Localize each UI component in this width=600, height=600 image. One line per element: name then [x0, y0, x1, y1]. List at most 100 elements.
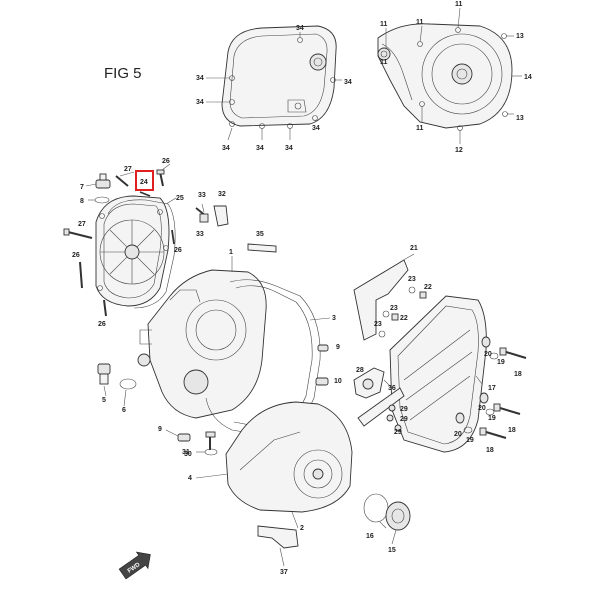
washer-29-a [388, 404, 396, 412]
label-33: 33 [198, 192, 206, 199]
label-31: 31 [182, 449, 190, 456]
label-26: 26 [162, 158, 170, 165]
label-34: 34 [296, 25, 304, 32]
gasket-25 [107, 199, 176, 309]
bolt-26-right [171, 229, 175, 245]
clutch-cover-rear-view [221, 25, 337, 129]
label-10: 10 [334, 378, 342, 385]
bolt-27-left [63, 228, 93, 239]
dowel-10 [315, 377, 329, 386]
label-22: 22 [400, 315, 408, 322]
label-34: 34 [285, 145, 293, 152]
label-35: 35 [256, 231, 264, 238]
label-16: 16 [366, 533, 374, 540]
label-20: 20 [478, 405, 486, 412]
label-27: 27 [124, 166, 132, 173]
label-34: 34 [222, 145, 230, 152]
label-29: 29 [394, 429, 402, 436]
bolt-22-lower [391, 313, 399, 321]
washer-19-a [489, 352, 499, 360]
label-9: 9 [336, 344, 340, 351]
label-6: 6 [122, 407, 126, 414]
magneto-cover-4 [225, 401, 353, 513]
sprocket-cover-17 [389, 295, 487, 453]
washer-23-a [408, 286, 416, 294]
crankcase-1 [137, 269, 267, 419]
label-18: 18 [486, 447, 494, 454]
bolt-26-bottom [103, 299, 107, 317]
part-24-label: 24 [140, 179, 148, 186]
clutch-cover-left [95, 195, 170, 307]
drain-plug-5 [97, 363, 111, 385]
label-12: 12 [455, 147, 463, 154]
plug-15 [385, 501, 411, 531]
figure-title: FIG 5 [104, 65, 142, 82]
label-15: 15 [388, 547, 396, 554]
label-28: 28 [356, 367, 364, 374]
label-20: 20 [454, 431, 462, 438]
grommet-20-a [481, 336, 491, 348]
label-17: 17 [488, 385, 496, 392]
dowel-9-upper [317, 344, 329, 352]
label-34: 34 [196, 75, 204, 82]
label-11: 11 [416, 19, 424, 26]
shift-arm-28 [353, 367, 385, 399]
washer-6 [119, 378, 137, 390]
label-37: 37 [280, 569, 288, 576]
label-25: 25 [176, 195, 184, 202]
label-29: 29 [400, 406, 408, 413]
label-14: 14 [524, 74, 532, 81]
washer-23-c [378, 330, 386, 338]
part-24-highlight-box [135, 170, 154, 191]
label-13: 13 [516, 33, 524, 40]
label-18: 18 [508, 427, 516, 434]
label-32: 32 [218, 191, 226, 198]
label-26: 26 [98, 321, 106, 328]
o-ring-8 [94, 196, 110, 204]
label-2: 2 [300, 525, 304, 532]
grommet-20-c [455, 412, 465, 424]
bracket-37 [257, 525, 299, 549]
label-26: 26 [174, 247, 182, 254]
label-23: 23 [374, 321, 382, 328]
bolt-24 [139, 191, 151, 197]
plate-21 [353, 259, 409, 341]
label-29: 29 [400, 416, 408, 423]
label-21: 21 [410, 245, 418, 252]
label-19: 19 [488, 415, 496, 422]
bolt-22-upper [419, 291, 427, 299]
cover-front-view [377, 23, 513, 131]
label-3: 3 [332, 315, 336, 322]
bolt-26-left [79, 261, 83, 289]
label-34: 34 [256, 145, 264, 152]
label-11: 11 [380, 21, 388, 28]
washer-19-c [463, 426, 473, 434]
label-13: 13 [516, 115, 524, 122]
bolt-18-a [499, 347, 527, 359]
washer-29-b [386, 414, 394, 422]
label-26: 26 [72, 252, 80, 259]
label-19: 19 [497, 359, 505, 366]
label-11: 11 [380, 59, 388, 66]
linkage-36 [357, 387, 405, 427]
label-23: 23 [390, 305, 398, 312]
washer-23-b [382, 310, 390, 318]
label-1: 1 [229, 249, 233, 256]
label-34: 34 [196, 99, 204, 106]
label-34: 34 [312, 125, 320, 132]
label-9: 9 [158, 426, 162, 433]
clip-35 [247, 243, 277, 253]
label-11: 11 [416, 125, 424, 132]
label-34: 34 [344, 79, 352, 86]
bolt-26-top [156, 169, 165, 187]
dowel-31 [177, 433, 191, 442]
bolt-18-c [479, 427, 507, 439]
washer-19-b [485, 408, 495, 416]
part-labels: 34 34 34 34 34 34 34 34 11 11 11 11 11 1… [72, 1, 532, 576]
label-22: 22 [424, 284, 432, 291]
bolt-18-b [493, 403, 521, 415]
label-4: 4 [188, 475, 192, 482]
label-27: 27 [78, 221, 86, 228]
